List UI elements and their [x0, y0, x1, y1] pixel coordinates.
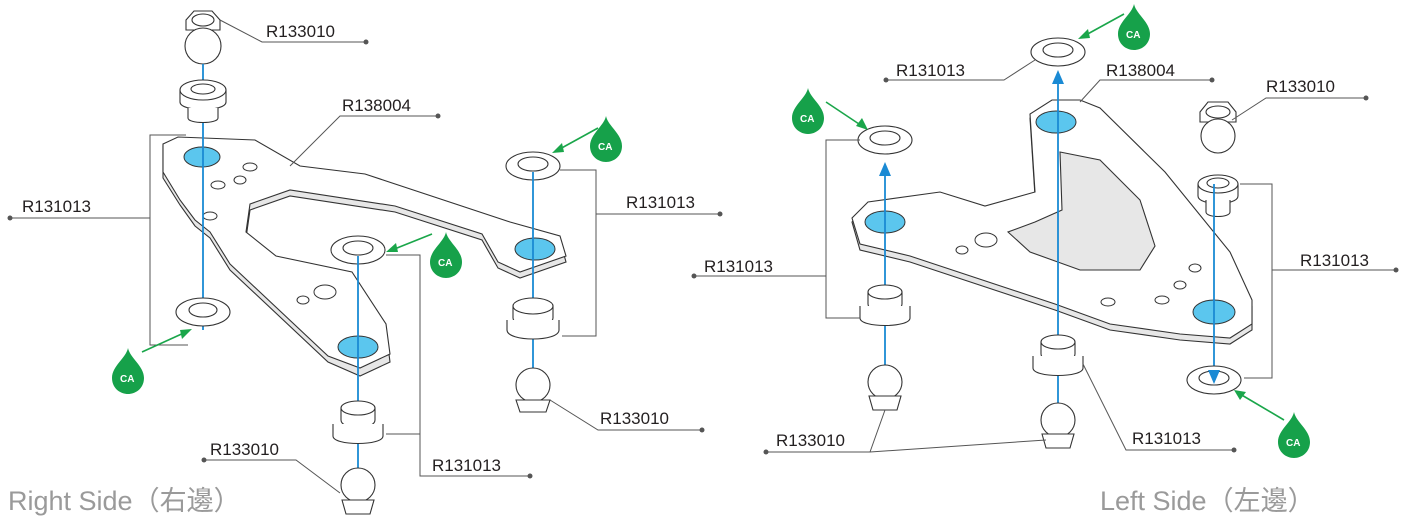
right-middle-stack	[330, 235, 386, 515]
label-r131013-right: R131013	[626, 193, 695, 212]
label-r133010-bottom: R133010	[776, 431, 845, 450]
label-r133010-top: R133010	[1266, 77, 1335, 96]
right-right-stack	[505, 151, 561, 413]
svg-text:CA: CA	[1286, 438, 1300, 449]
label-r131013-bottom: R131013	[432, 456, 501, 475]
ca-glue-drop-icon: CA	[430, 232, 462, 278]
svg-text:CA: CA	[1126, 30, 1140, 41]
label-r131013-bottom: R131013	[1132, 429, 1201, 448]
svg-text:CA: CA	[800, 114, 814, 125]
svg-text:CA: CA	[120, 374, 134, 385]
right-side-assembly: CA CA CA R133010 R138004 R131013 R131013…	[7, 10, 723, 516]
svg-text:CA: CA	[598, 142, 612, 153]
left-ca-arrows	[825, 13, 1285, 421]
label-r131013-right: R131013	[1300, 251, 1369, 270]
left-arm-plate	[851, 99, 1253, 345]
label-r133010-mid: R133010	[600, 409, 669, 428]
right-left-washer	[175, 297, 231, 327]
ca-glue-drop-icon: CA	[1118, 4, 1150, 50]
ca-glue-drop-icon: CA	[590, 116, 622, 162]
label-r133010-top: R133010	[266, 22, 335, 41]
ca-glue-drop-icon: CA	[1278, 412, 1310, 458]
left-side-title: Left Side（左邊）	[1100, 486, 1315, 516]
left-right-stack	[1186, 101, 1242, 395]
right-side-title: Right Side（右邊）	[8, 486, 241, 516]
label-r131013-left: R131013	[704, 257, 773, 276]
right-top-bushing	[179, 79, 227, 124]
ca-glue-drop-icon: CA	[792, 88, 824, 134]
label-r131013-top: R131013	[896, 61, 965, 80]
left-leader-lines	[691, 59, 1399, 455]
left-left-stack	[857, 125, 913, 411]
right-top-ball-stud	[184, 10, 222, 65]
right-leader-lines	[7, 19, 723, 494]
label-r131013-left: R131013	[22, 197, 91, 216]
right-ca-arrows	[141, 127, 599, 353]
ca-glue-drop-icon: CA	[112, 348, 144, 394]
left-side-assembly: CA CA CA R131013 R138004 R133010 R131013…	[691, 4, 1399, 516]
left-middle-stack	[1030, 37, 1086, 449]
svg-text:CA: CA	[438, 258, 452, 269]
label-r138004: R138004	[342, 96, 411, 115]
label-r138004: R138004	[1106, 61, 1175, 80]
label-r133010-bottom: R133010	[210, 440, 279, 459]
